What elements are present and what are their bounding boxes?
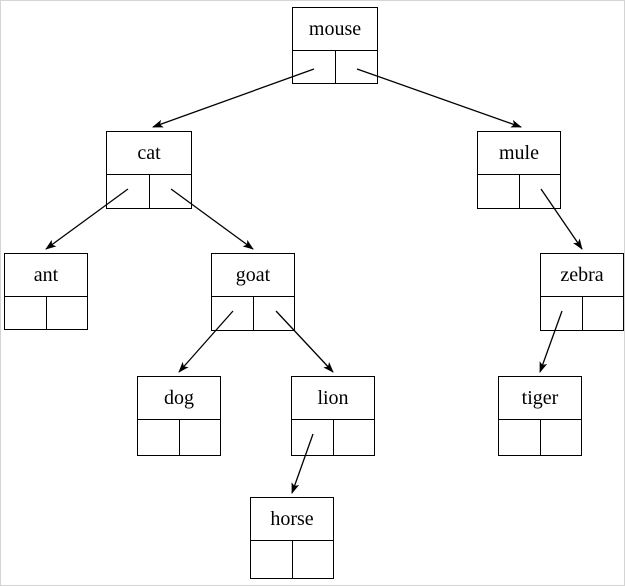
node-label-cat: cat [107, 132, 191, 175]
tree-node-horse: horse [250, 497, 334, 579]
edge-cat-to-goat [170, 188, 254, 250]
node-right-pointer-lion [334, 420, 375, 455]
node-left-pointer-cat [107, 175, 150, 208]
tree-node-ant: ant [4, 253, 88, 330]
node-label-mule: mule [478, 132, 560, 175]
edge-lion-to-horse [291, 433, 314, 494]
node-left-pointer-ant [5, 297, 47, 329]
node-right-pointer-dog [180, 420, 221, 455]
edge-goat-to-dog [178, 310, 234, 373]
edge-goat-to-lion [275, 310, 334, 373]
node-label-zebra: zebra [541, 254, 623, 297]
node-pointer-row-mule [478, 175, 560, 208]
node-label-lion: lion [292, 377, 374, 420]
node-left-pointer-goat [212, 297, 254, 330]
node-pointer-row-zebra [541, 297, 623, 330]
tree-node-cat: cat [106, 131, 192, 209]
edge-cat-to-ant [45, 188, 129, 250]
tree-edges [45, 68, 583, 494]
node-left-pointer-lion [292, 420, 334, 455]
node-left-pointer-horse [251, 541, 293, 578]
node-label-horse: horse [251, 498, 333, 541]
node-right-pointer-tiger [541, 420, 582, 455]
tree-node-zebra: zebra [540, 253, 624, 331]
tree-node-lion: lion [291, 376, 375, 456]
node-pointer-row-dog [138, 420, 220, 455]
node-left-pointer-dog [138, 420, 180, 455]
tree-node-goat: goat [211, 253, 295, 331]
node-pointer-row-cat [107, 175, 191, 208]
node-label-mouse: mouse [293, 8, 377, 51]
edge-mouse-to-mule [356, 68, 522, 128]
edge-mouse-to-cat [152, 68, 315, 128]
node-label-goat: goat [212, 254, 294, 297]
tree-node-tiger: tiger [498, 376, 582, 456]
edge-mule-to-zebra [540, 188, 583, 250]
edge-zebra-to-tiger [539, 310, 563, 373]
node-left-pointer-zebra [541, 297, 583, 330]
tree-node-dog: dog [137, 376, 221, 456]
node-left-pointer-mule [478, 175, 520, 208]
node-pointer-row-tiger [499, 420, 581, 455]
node-label-dog: dog [138, 377, 220, 420]
node-right-pointer-cat [150, 175, 192, 208]
node-pointer-row-goat [212, 297, 294, 330]
node-right-pointer-mouse [336, 51, 378, 83]
tree-node-mule: mule [477, 131, 561, 209]
node-pointer-row-lion [292, 420, 374, 455]
node-right-pointer-mule [520, 175, 561, 208]
node-pointer-row-horse [251, 541, 333, 578]
tree-node-mouse: mouse [292, 7, 378, 84]
node-right-pointer-zebra [583, 297, 624, 330]
node-pointer-row-mouse [293, 51, 377, 83]
node-label-ant: ant [5, 254, 87, 297]
node-right-pointer-ant [47, 297, 88, 329]
node-label-tiger: tiger [499, 377, 581, 420]
node-pointer-row-ant [5, 297, 87, 329]
node-right-pointer-goat [254, 297, 295, 330]
node-left-pointer-mouse [293, 51, 336, 83]
node-right-pointer-horse [293, 541, 334, 578]
node-left-pointer-tiger [499, 420, 541, 455]
